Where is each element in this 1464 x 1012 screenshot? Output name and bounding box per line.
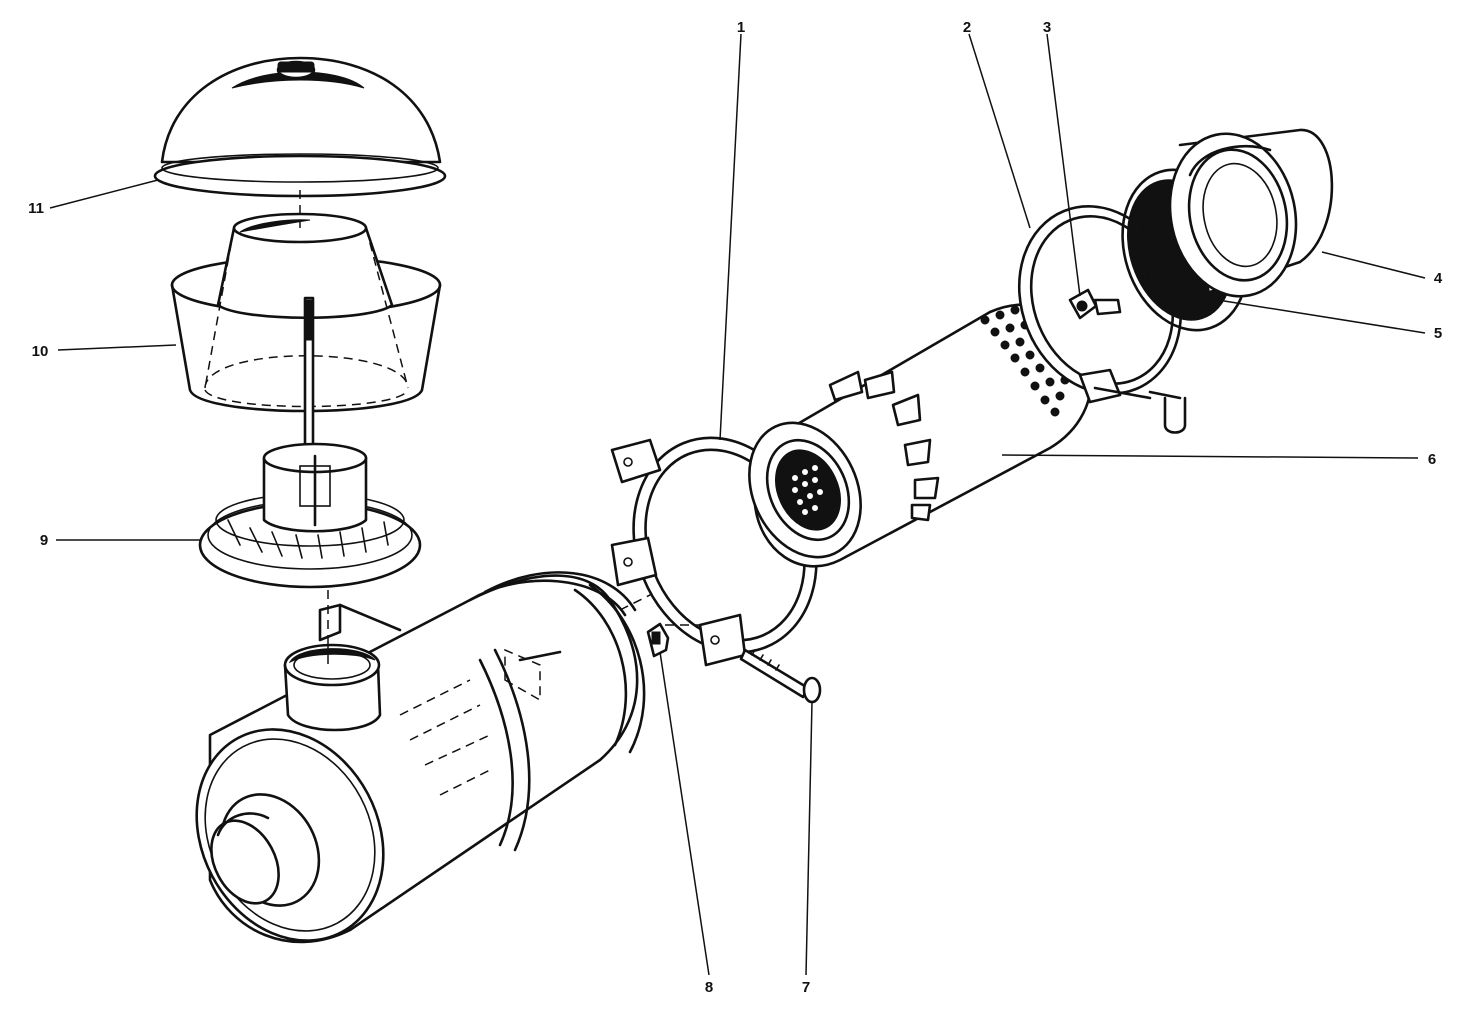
leader-4 xyxy=(1321,251,1426,279)
perforations-front xyxy=(792,465,823,515)
part-3-wing-nut xyxy=(1068,288,1122,320)
callout-9: 9 xyxy=(40,532,48,549)
callout-1: 1 xyxy=(737,19,745,36)
callout-4: 4 xyxy=(1434,270,1443,287)
leader-1 xyxy=(719,33,742,441)
part-9-inner-element xyxy=(198,442,422,640)
leader-2 xyxy=(968,33,1031,229)
callout-6: 6 xyxy=(1428,451,1436,468)
part-8-nut xyxy=(646,622,670,658)
leader-8 xyxy=(659,651,710,976)
callout-8: 8 xyxy=(705,979,713,996)
leader-10 xyxy=(57,344,177,351)
leader-7 xyxy=(805,701,813,976)
leader-6 xyxy=(1001,454,1419,459)
leader-5 xyxy=(1217,299,1426,334)
part-4-precleaner-cup xyxy=(1168,128,1334,298)
callout-labels: 1 2 3 4 5 6 7 8 9 10 11 xyxy=(28,19,1443,996)
leader-11 xyxy=(49,179,159,209)
leader-lines xyxy=(49,33,1426,976)
callout-11: 11 xyxy=(28,200,44,217)
callout-5: 5 xyxy=(1434,325,1442,342)
air-cleaner-body xyxy=(195,549,741,944)
callout-7: 7 xyxy=(802,979,810,996)
callout-3: 3 xyxy=(1043,19,1051,36)
callout-10: 10 xyxy=(32,343,49,360)
part-10-oil-cup xyxy=(170,190,442,465)
callout-2: 2 xyxy=(963,19,971,36)
part-11-cap xyxy=(153,56,447,198)
leader-3 xyxy=(1046,33,1081,297)
part-7-bolt xyxy=(739,648,822,704)
